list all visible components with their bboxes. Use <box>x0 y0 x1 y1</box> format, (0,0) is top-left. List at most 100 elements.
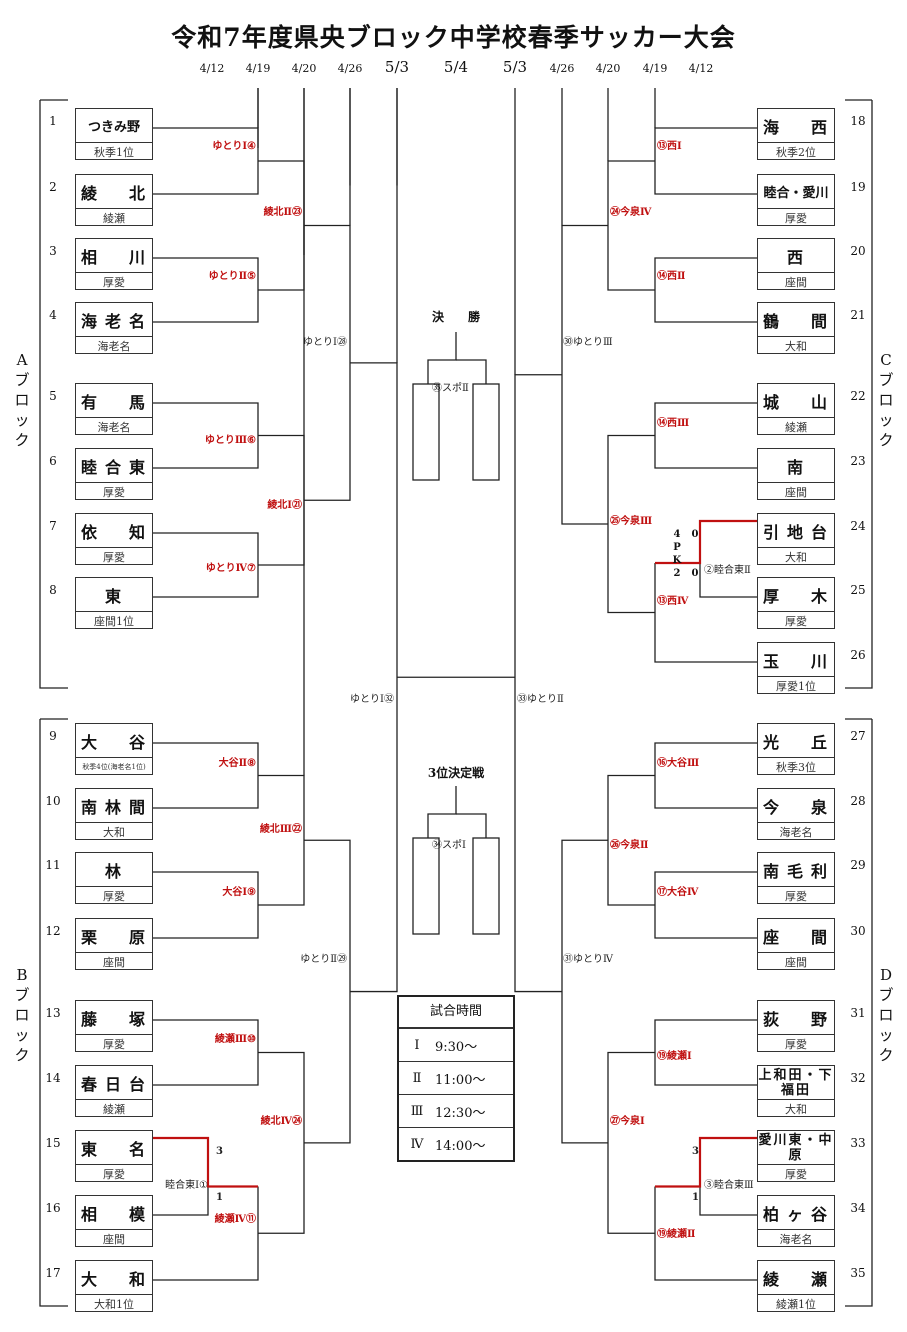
match-label: ゆとりⅡ㉙ <box>300 954 347 965</box>
bracket-line <box>845 719 873 1307</box>
team-name: 栗 原 <box>76 919 152 953</box>
team-number: 30 <box>850 924 866 938</box>
team-region: 海老名 <box>779 1233 813 1246</box>
match-label: ⑲綾瀬Ⅱ <box>657 1229 696 1240</box>
bracket-line <box>153 871 259 939</box>
team-region: 厚愛 <box>785 615 807 628</box>
match-label: 綾瀬Ⅳ⑪ <box>214 1214 256 1225</box>
team-name: つきみ野 <box>76 109 152 143</box>
team-box: 南林間大和 <box>75 788 153 840</box>
match-label: ②睦合東Ⅱ <box>704 565 751 576</box>
match-label: ㉛ゆとりⅣ <box>563 954 613 965</box>
match-label: 綾北Ⅱ㉓ <box>263 207 302 218</box>
team-region: 大和1位 <box>94 1298 134 1311</box>
team-name: 上和田・下福田 <box>758 1066 834 1100</box>
bracket-line <box>514 374 562 993</box>
match-label: ゆとりⅠ④ <box>212 141 256 152</box>
bracket-line <box>699 563 757 598</box>
match-label: ㉝ゆとりⅡ <box>517 694 564 705</box>
team-name: 睦合東 <box>76 449 152 483</box>
date-label: 5/3 <box>384 58 410 76</box>
team-name: 大 和 <box>76 1261 152 1295</box>
date-label: 4/26 <box>337 62 363 75</box>
team-region: 座間 <box>103 1233 125 1246</box>
match-label: 綾北Ⅲ㉒ <box>259 824 302 835</box>
team-number: 2 <box>49 180 57 194</box>
team-number: 22 <box>850 389 866 403</box>
team-number: 8 <box>49 583 57 597</box>
team-box: 引地台大和 <box>757 513 835 565</box>
bracket-line <box>350 362 398 993</box>
team-region: 厚愛 <box>785 1038 807 1051</box>
team-region: 座間 <box>785 956 807 969</box>
team-region: 海老名 <box>97 340 131 353</box>
score: 3 <box>216 1146 223 1157</box>
team-box: 有 馬海老名 <box>75 383 153 435</box>
team-number: 12 <box>45 924 61 938</box>
match-label: 綾瀬Ⅲ⑩ <box>214 1034 256 1045</box>
team-name: 鶴 間 <box>758 303 834 337</box>
date-label: 5/3 <box>502 58 528 76</box>
team-name: 依 知 <box>76 514 152 548</box>
score: 0 0 <box>691 529 699 579</box>
bracket-line <box>258 1051 305 1234</box>
team-region: 厚愛 <box>103 890 125 903</box>
bracket-line <box>561 224 608 525</box>
team-number: 35 <box>850 1266 866 1280</box>
team-name: 柏ヶ谷 <box>758 1196 834 1230</box>
team-number: 14 <box>45 1071 61 1085</box>
team-name: 南毛利 <box>758 853 834 887</box>
team-region: 厚愛 <box>785 890 807 903</box>
team-number: 24 <box>850 519 866 533</box>
match-label: ㉞スポⅠ <box>432 840 466 851</box>
team-name: 光 丘 <box>758 724 834 758</box>
third-place-title: 3位決定戦 <box>427 766 485 780</box>
team-region: 厚愛 <box>103 551 125 564</box>
team-name: 林 <box>76 853 152 887</box>
bracket-line <box>655 1136 757 1188</box>
team-region: 座間 <box>103 956 125 969</box>
team-region: 厚愛 <box>785 212 807 225</box>
team-box: 栗 原座間 <box>75 918 153 970</box>
team-region: 大和 <box>103 826 125 839</box>
team-region: 綾瀬 <box>103 212 125 225</box>
match-label: 綾北Ⅳ㉔ <box>260 1116 302 1127</box>
bracket-line <box>699 1186 757 1216</box>
score: 1 <box>692 1192 699 1203</box>
final-slot <box>472 383 500 481</box>
match-label: 大谷Ⅰ⑨ <box>222 887 256 898</box>
team-box: 光 丘秋季3位 <box>757 723 835 775</box>
match-label: ㉕今泉Ⅲ <box>610 516 653 527</box>
team-number: 32 <box>850 1071 866 1085</box>
team-region: 海老名 <box>97 421 131 434</box>
team-number: 13 <box>45 1006 61 1020</box>
team-region: 綾瀬1位 <box>776 1298 816 1311</box>
team-number: 23 <box>850 454 866 468</box>
team-region: 厚愛 <box>103 276 125 289</box>
team-box: 東座間1位 <box>75 577 153 629</box>
bracket-line <box>153 1186 259 1281</box>
team-box: 玉 川厚愛1位 <box>757 642 835 694</box>
team-box: 座 間座間 <box>757 918 835 970</box>
team-region: 秋季3位 <box>776 761 816 774</box>
team-region: 綾瀬 <box>103 1103 125 1116</box>
team-name: 東 名 <box>76 1131 152 1165</box>
match-label: ③睦合東Ⅲ <box>704 1180 754 1191</box>
team-box: 南毛利厚愛 <box>757 852 835 904</box>
team-box: つきみ野秋季1位 <box>75 108 153 160</box>
final-slot <box>412 383 440 481</box>
team-region: 大和 <box>785 551 807 564</box>
team-name: 南林間 <box>76 789 152 823</box>
team-name: 綾 瀬 <box>758 1261 834 1295</box>
match-label: 綾北Ⅰ㉑ <box>267 500 302 511</box>
match-label: ゆとりⅢ⑥ <box>204 435 256 446</box>
team-number: 5 <box>49 389 57 403</box>
bracket-line <box>39 719 68 1307</box>
team-box: 海老名海老名 <box>75 302 153 354</box>
date-label: 4/20 <box>291 62 317 75</box>
date-label: 4/12 <box>199 62 225 75</box>
schedule-header: 試合時間 <box>399 997 513 1028</box>
team-name: 今 泉 <box>758 789 834 823</box>
team-region: 座間 <box>785 276 807 289</box>
